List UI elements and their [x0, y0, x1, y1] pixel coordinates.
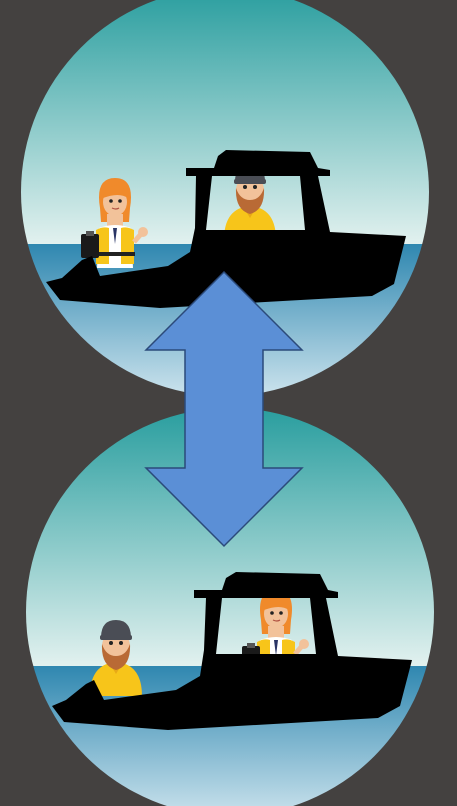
sky [0, 0, 457, 244]
